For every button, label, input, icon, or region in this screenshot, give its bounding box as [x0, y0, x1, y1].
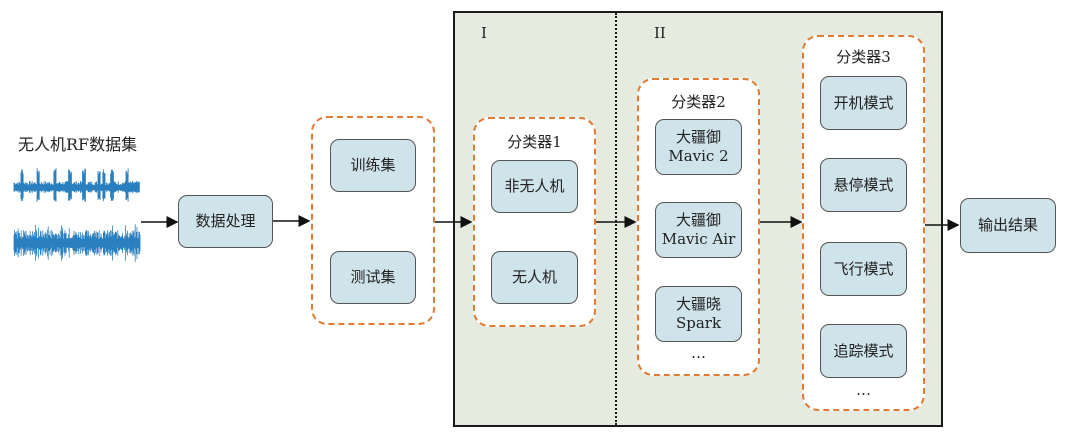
rf-signal-waveform-2 [13, 224, 141, 262]
mavic-air-box: 大疆御 Mavic Air [655, 202, 742, 258]
spark-line2: Spark [675, 314, 722, 332]
mavic-air-line2: Mavic Air [661, 230, 736, 248]
data-processing-label: 数据处理 [195, 212, 256, 231]
output-result-box: 输出结果 [960, 198, 1056, 253]
tracking-mode-box: 追踪模式 [820, 324, 907, 378]
non-drone-box: 非无人机 [491, 160, 578, 213]
drone-box: 无人机 [491, 251, 578, 304]
dataset-title: 无人机RF数据集 [18, 135, 138, 154]
rf-signal-trace-1 [13, 168, 140, 202]
hover-mode-label: 悬停模式 [833, 175, 894, 194]
test-set-label: 测试集 [350, 268, 396, 287]
stage-divider [615, 13, 617, 425]
test-set-box: 测试集 [330, 251, 416, 304]
non-drone-label: 非无人机 [504, 177, 565, 196]
mavic-2-line1: 大疆御 [675, 128, 721, 147]
mavic-2-line2: Mavic 2 [668, 147, 729, 165]
classifier-2-more: … [691, 344, 706, 362]
power-on-mode-box: 开机模式 [820, 76, 907, 130]
rf-signal-trace-2 [13, 224, 141, 262]
spark-line1: 大疆晓 [675, 295, 721, 314]
power-on-mode-label: 开机模式 [833, 93, 894, 112]
classifier-2-title: 分类器2 [671, 93, 726, 111]
stage-2-label: II [654, 24, 666, 42]
spark-box: 大疆晓 Spark [655, 286, 742, 342]
stage-1-label: I [481, 24, 487, 42]
output-result-label: 输出结果 [977, 216, 1038, 235]
flight-mode-label: 飞行模式 [833, 259, 894, 278]
mavic-2-box: 大疆御 Mavic 2 [655, 119, 742, 175]
train-set-box: 训练集 [330, 139, 416, 192]
tracking-mode-label: 追踪模式 [833, 341, 894, 360]
flight-mode-box: 飞行模式 [820, 242, 907, 296]
data-processing-box: 数据处理 [178, 195, 273, 248]
classifier-3-title: 分类器3 [836, 48, 891, 66]
classifier-3-more: … [856, 381, 871, 399]
mavic-air-line1: 大疆御 [675, 211, 721, 230]
rf-signal-waveform-1 [13, 168, 140, 202]
drone-label: 无人机 [511, 268, 557, 287]
hover-mode-box: 悬停模式 [820, 158, 907, 212]
classifier-1-title: 分类器1 [507, 133, 562, 151]
train-set-label: 训练集 [350, 156, 396, 175]
